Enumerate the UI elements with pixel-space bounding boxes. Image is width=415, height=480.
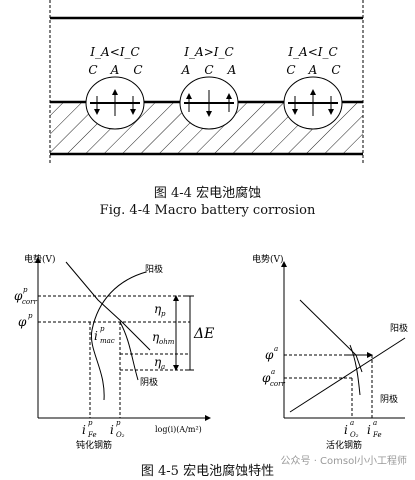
delta-e-label: ΔE xyxy=(193,326,214,342)
cell-right-label: A xyxy=(308,63,318,77)
eta-a-label: η a xyxy=(154,355,165,371)
phi-a-label: φ a xyxy=(265,345,278,362)
i-o2-label: i p O₂ xyxy=(110,419,125,439)
svg-text:corr: corr xyxy=(22,298,37,306)
cell-mid-condition: I_A>I_C xyxy=(183,45,233,59)
cathodic-line xyxy=(299,299,363,373)
svg-text:Fe: Fe xyxy=(87,431,97,439)
right-polarization-plot: 电势(V) 活化钢筋 阳极 阴极 φ a φ a corr i a O₂ i a… xyxy=(252,253,408,451)
cell-left-label: C xyxy=(133,63,142,77)
svg-text:a: a xyxy=(350,419,354,427)
svg-text:i: i xyxy=(110,423,114,437)
svg-text:φ: φ xyxy=(262,371,271,385)
figure-4-4-caption-en: Fig. 4-4 Macro battery corrosion xyxy=(99,203,316,218)
cell-right-condition: I_A<I_C xyxy=(287,45,337,59)
svg-text:i: i xyxy=(344,423,348,437)
phi-corr-a-label: φ a corr xyxy=(262,368,285,388)
eta-p-label: η p xyxy=(154,302,166,318)
left-sublabel: 钝化钢筋 xyxy=(76,439,112,451)
cell-mid-label: C xyxy=(204,63,213,77)
cell-mid-label: A xyxy=(227,63,237,77)
svg-text:O₂: O₂ xyxy=(350,431,359,439)
svg-text:η: η xyxy=(154,302,162,316)
cell-right-label: C xyxy=(331,63,340,77)
svg-text:i: i xyxy=(82,423,86,437)
figure-4-5-caption: 图 4-5 宏电池腐蚀特性 xyxy=(140,464,275,479)
left-anode-label: 阳极 xyxy=(145,263,163,275)
cell-left-label: A xyxy=(110,63,120,77)
right-i-o2-label: i a O₂ xyxy=(344,419,359,439)
right-sublabel: 活化钢筋 xyxy=(326,439,362,451)
phi-corr-p-label: φ p corr xyxy=(14,286,37,306)
left-cathode-label: 阴极 xyxy=(140,376,158,388)
svg-text:p: p xyxy=(100,325,105,333)
svg-text:φ: φ xyxy=(265,348,274,362)
right-anode-label: 阳极 xyxy=(390,322,408,334)
anodic-line xyxy=(65,261,151,351)
right-i-fe-label: i a Fe xyxy=(367,419,382,439)
left-ylabel: 电势(V) xyxy=(24,253,56,265)
svg-text:a: a xyxy=(271,368,275,376)
cell-left: I_A<I_C C A C xyxy=(85,45,145,130)
svg-text:p: p xyxy=(88,419,93,427)
cell-middle: I_A>I_C A C A xyxy=(179,45,239,130)
macro-battery-diagram: I_A<I_C C A C I_A>I_C A C A I_A<I_C C A … xyxy=(49,0,364,163)
svg-text:corr: corr xyxy=(270,380,285,388)
phi-p-label: φ p xyxy=(18,312,33,329)
svg-text:Fe: Fe xyxy=(372,431,382,439)
anodic-line xyxy=(289,337,406,413)
svg-text:p: p xyxy=(28,312,33,320)
cathodic-curve xyxy=(90,271,147,401)
eta-ohm-label: η ohm xyxy=(152,330,175,346)
svg-text:φ: φ xyxy=(18,315,27,329)
svg-text:a: a xyxy=(161,363,165,371)
svg-text:φ: φ xyxy=(14,289,23,303)
svg-text:a: a xyxy=(274,345,278,353)
svg-text:i: i xyxy=(94,329,98,343)
cell-right-label: C xyxy=(286,63,295,77)
cell-left-label: C xyxy=(88,63,97,77)
left-polarization-plot: 电势(V) log(i)(A/m²) 钝化钢筋 阳极 阴极 φ p corr φ… xyxy=(14,253,214,451)
svg-text:p: p xyxy=(23,286,28,294)
svg-text:O₂: O₂ xyxy=(116,431,125,439)
watermark: 公众号 · Comsol小小工程师 xyxy=(280,456,407,467)
cell-mid-label: A xyxy=(181,63,191,77)
cathodic-tail xyxy=(349,344,361,396)
svg-text:p: p xyxy=(161,310,166,318)
svg-text:p: p xyxy=(116,419,121,427)
right-ylabel: 电势(V) xyxy=(252,253,284,265)
i-fe-label: i p Fe xyxy=(82,419,97,439)
svg-text:ohm: ohm xyxy=(159,338,175,346)
svg-text:η: η xyxy=(154,355,162,369)
right-cathode-label: 阴极 xyxy=(380,393,398,405)
cell-left-condition: I_A<I_C xyxy=(89,45,139,59)
left-xlabel: log(i)(A/m²) xyxy=(155,425,202,434)
svg-text:η: η xyxy=(152,330,160,344)
cathodic-tail xyxy=(119,321,139,381)
figure-4-4-caption-cn: 图 4-4 宏电池腐蚀 xyxy=(153,186,262,201)
svg-text:a: a xyxy=(373,419,377,427)
svg-text:i: i xyxy=(367,423,371,437)
cell-right: I_A<I_C C A C xyxy=(283,45,343,130)
svg-text:mac: mac xyxy=(100,337,115,345)
i-mac-label: i p mac xyxy=(94,325,115,345)
